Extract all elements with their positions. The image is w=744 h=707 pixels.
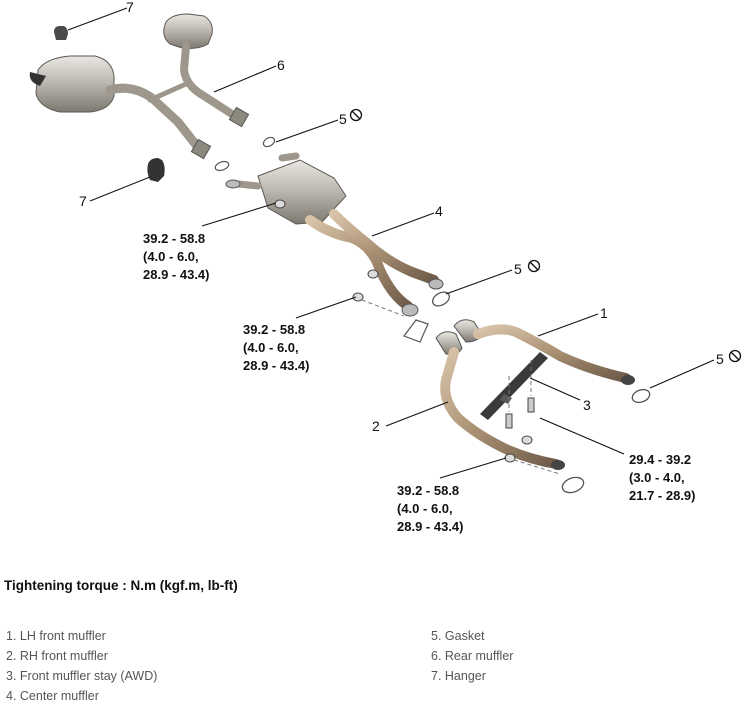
nut-center-flange (352, 292, 364, 302)
svg-text:(3.0 - 4.0,: (3.0 - 4.0, (629, 470, 685, 485)
nut-center-lower (367, 269, 379, 279)
hanger-lower (147, 158, 165, 182)
legend-item: 5. Gasket (431, 629, 485, 643)
gasket-front-rh (561, 476, 585, 494)
torque-label-center-lower: 39.2 - 58.8 (4.0 - 6.0, 28.9 - 43.4) (243, 322, 310, 373)
callout-5-rear: 5 (339, 111, 347, 127)
callout-5-mid: 5 (514, 261, 522, 277)
svg-text:28.9 - 43.4): 28.9 - 43.4) (243, 358, 310, 373)
svg-text:39.2 - 58.8: 39.2 - 58.8 (243, 322, 305, 337)
legend-item: 2. RH front muffler (6, 649, 108, 663)
legend-item: 3. Front muffler stay (AWD) (6, 669, 158, 683)
torque-units-heading: Tightening torque : N.m (kgf.m, lb-ft) (4, 578, 238, 593)
no-reuse-icon (349, 108, 363, 122)
callout-4: 4 (435, 203, 443, 219)
bolt-stay-right (527, 397, 535, 413)
callout-3: 3 (583, 397, 591, 413)
bolt-stay-left (505, 413, 513, 429)
nut-rh-lower-2 (504, 453, 516, 463)
callout-6: 6 (277, 57, 285, 73)
callout-1: 1 (600, 305, 608, 321)
nut-center-upper (274, 199, 286, 209)
torque-label-stay: 29.4 - 39.2 (3.0 - 4.0, 21.7 - 28.9) (629, 452, 696, 503)
exhaust-exploded-diagram: 7 6 5 7 4 5 1 5 3 2 39.2 - 58.8 (4.0 - 6… (29, 0, 742, 534)
svg-text:39.2 - 58.8: 39.2 - 58.8 (397, 483, 459, 498)
no-reuse-icon (728, 349, 742, 363)
legend-item: 7. Hanger (431, 669, 486, 683)
torque-label-front: 39.2 - 58.8 (4.0 - 6.0, 28.9 - 43.4) (397, 483, 464, 534)
svg-text:(4.0 - 6.0,: (4.0 - 6.0, (243, 340, 299, 355)
parts-legend-right: 5. Gasket 6. Rear muffler 7. Hanger (431, 627, 513, 687)
svg-text:21.7 - 28.9): 21.7 - 28.9) (629, 488, 696, 503)
center-muffler (225, 152, 444, 317)
svg-text:28.9 - 43.4): 28.9 - 43.4) (397, 519, 464, 534)
svg-text:29.4 - 39.2: 29.4 - 39.2 (629, 452, 691, 467)
nut-rh-lower-1 (521, 435, 533, 445)
svg-text:(4.0 - 6.0,: (4.0 - 6.0, (397, 501, 453, 516)
hanger-top (54, 26, 68, 40)
rh-front-muffler (435, 331, 565, 470)
rear-muffler (29, 13, 250, 160)
callout-5-front: 5 (716, 351, 724, 367)
callout-7-top: 7 (126, 0, 134, 15)
no-reuse-icon (527, 259, 541, 273)
gasket-front-lh (631, 388, 651, 404)
front-muffler-stay (480, 352, 548, 420)
svg-text:28.9 - 43.4): 28.9 - 43.4) (143, 267, 210, 282)
gasket-rear (214, 136, 276, 172)
callout-2: 2 (372, 418, 380, 434)
svg-text:39.2 - 58.8: 39.2 - 58.8 (143, 231, 205, 246)
legend-item: 6. Rear muffler (431, 649, 514, 663)
gasket-mid (403, 291, 451, 343)
torque-label-center-upper: 39.2 - 58.8 (4.0 - 6.0, 28.9 - 43.4) (143, 231, 210, 282)
svg-text:(4.0 - 6.0,: (4.0 - 6.0, (143, 249, 199, 264)
legend-item: 1. LH front muffler (6, 629, 106, 643)
lh-front-muffler (453, 319, 635, 385)
parts-legend-left: 1. LH front muffler 2. RH front muffler … (6, 627, 157, 707)
callout-7-lower: 7 (79, 193, 87, 209)
legend-item: 4. Center muffler (6, 689, 99, 703)
